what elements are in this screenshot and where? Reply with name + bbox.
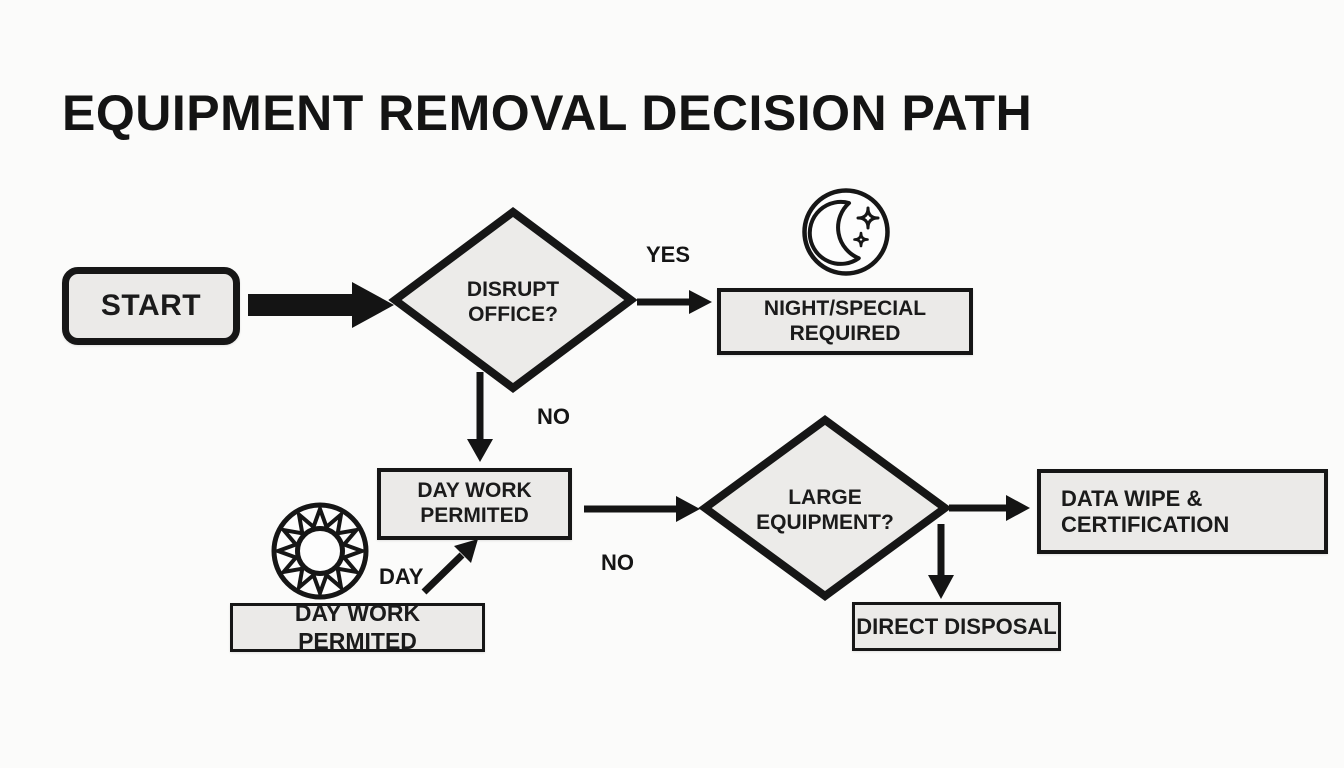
arrow-no-to-daywork <box>467 372 493 462</box>
yes-edge-label: YES <box>646 242 691 267</box>
day-work-permited-node: DAY WORK PERMITED <box>377 468 572 540</box>
data-wipe-label: DATA WIPE & CERTIFICATION <box>1061 485 1230 537</box>
large-equipment-diamond <box>698 415 952 601</box>
night-special-label: NIGHT/SPECIAL REQUIRED <box>763 296 927 345</box>
arrow-day-diagonal <box>421 539 478 595</box>
direct-disposal-node: DIRECT DISPOSAL <box>852 602 1061 651</box>
start-label: START <box>100 289 202 323</box>
sun-icon <box>271 502 369 600</box>
disrupt-office-label: DISRUPT OFFICE? <box>466 277 560 326</box>
night-special-node: NIGHT/SPECIAL REQUIRED <box>717 288 973 355</box>
direct-disposal-label: DIRECT DISPOSAL <box>856 613 1057 639</box>
disrupt-office-diamond <box>388 207 638 393</box>
arrow-large-to-disposal <box>928 524 954 599</box>
day-edge-label: DAY <box>379 564 424 589</box>
day-work-permited-label: DAY WORK PERMITED <box>417 479 532 527</box>
data-wipe-node: DATA WIPE & CERTIFICATION <box>1037 469 1328 554</box>
arrow-start-to-disrupt <box>248 282 394 328</box>
page-title: EQUIPMENT REMOVAL DECISION PATH <box>62 85 1033 141</box>
arrow-daywork-to-large <box>584 496 700 522</box>
day-work-permited-alt-label: DAY WORK PERMITED <box>294 600 421 654</box>
moon-icon <box>802 188 890 276</box>
day-work-permited-alt-node: DAY WORK PERMITED <box>230 600 485 654</box>
arrow-yes-to-night <box>637 290 712 314</box>
large-equipment-label: LARGE EQUIPMENT? <box>756 485 894 534</box>
arrow-large-to-datawipe <box>949 495 1030 521</box>
no-edge-label-large: NO <box>601 550 634 575</box>
start-node: START <box>62 267 240 345</box>
no-edge-label-disrupt: NO <box>537 404 570 429</box>
